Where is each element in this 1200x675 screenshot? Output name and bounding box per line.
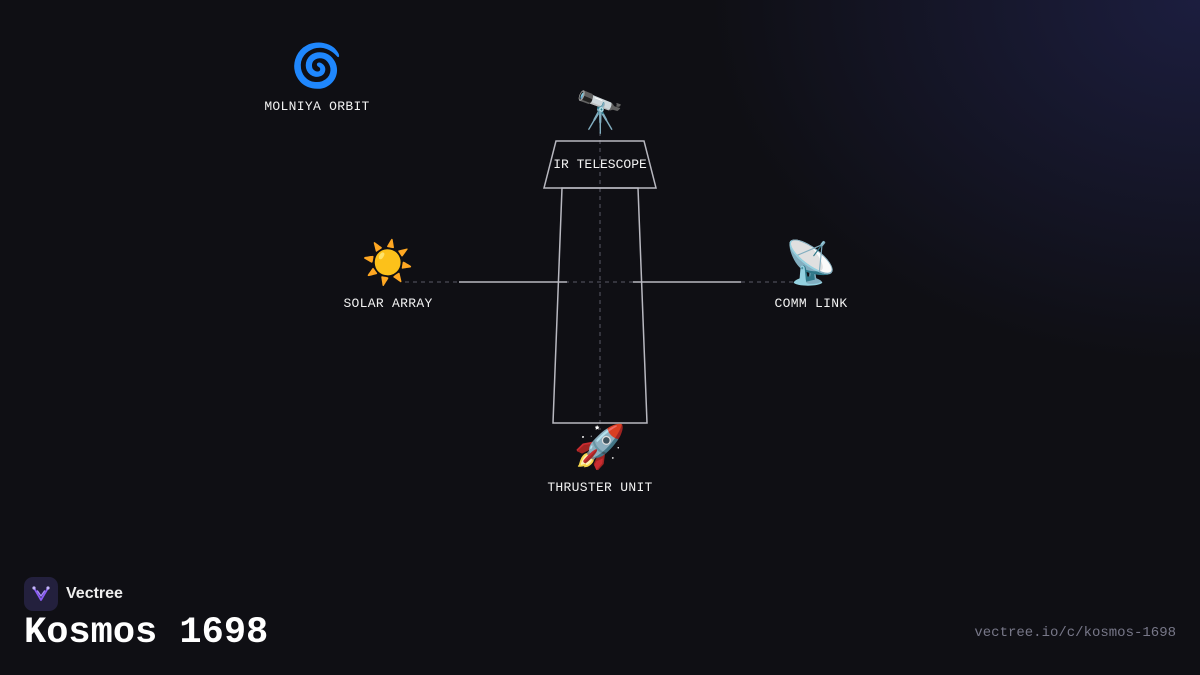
page-title: Kosmos 1698 — [24, 612, 269, 654]
node-ir-telescope-icon: 🔭 — [575, 94, 625, 140]
node-thruster-unit: 🚀 THRUSTER UNIT — [547, 426, 652, 495]
node-comm-link: 📡 COMM LINK — [775, 242, 848, 311]
node-label: THRUSTER UNIT — [547, 480, 653, 495]
brand-name: Vectree — [66, 585, 123, 602]
telescope-icon: 🔭 — [575, 94, 625, 139]
rocket-icon: 🚀 — [573, 426, 627, 474]
vectree-logo-icon — [24, 577, 58, 611]
node-solar-array: ☀️ SOLAR ARRAY — [343, 242, 432, 311]
node-label: COMM LINK — [774, 296, 848, 311]
node-label: MOLNIYA ORBIT — [264, 99, 370, 114]
node-molniya-orbit: 🌀 MOLNIYA ORBIT — [264, 45, 369, 114]
sun-icon: ☀️ — [361, 242, 415, 290]
satellite-body — [552, 187, 648, 424]
source-url[interactable]: vectree.io/c/kosmos-1698 — [974, 625, 1176, 641]
satellite-dish-icon: 📡 — [784, 242, 838, 290]
telescope-housing — [543, 140, 657, 189]
node-label-ir-telescope: IR TELESCOPE — [553, 157, 647, 172]
cyclone-icon: 🌀 — [290, 45, 344, 93]
node-label: SOLAR ARRAY — [343, 296, 433, 311]
brand[interactable]: Vectree — [24, 577, 123, 611]
